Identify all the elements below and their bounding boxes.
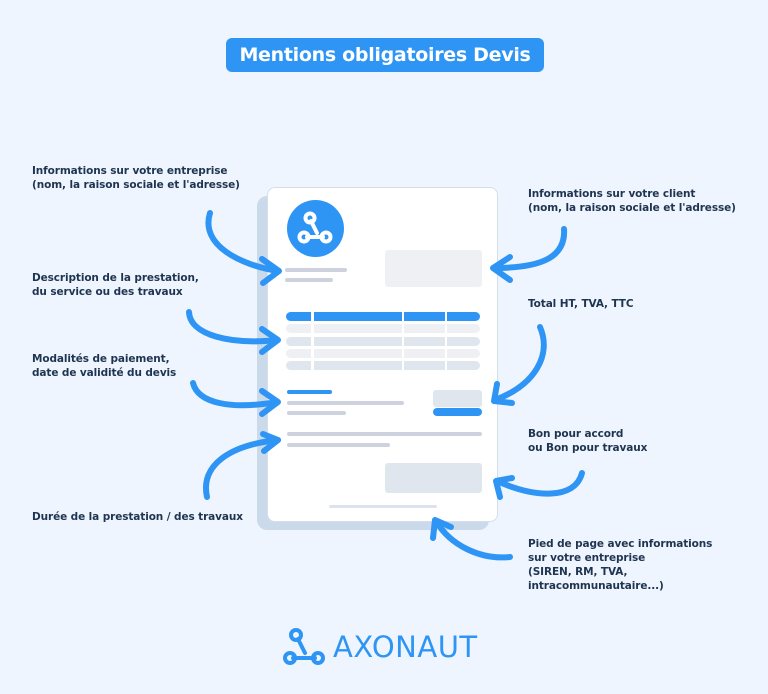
page-title: Mentions obligatoires Devis — [226, 38, 544, 72]
arrow-icon — [493, 470, 585, 500]
duration-line — [287, 443, 390, 447]
table-row — [286, 337, 311, 346]
table-header-cell — [404, 312, 445, 321]
label-total: Total HT, TVA, TTC — [528, 298, 634, 310]
table-header-cell — [286, 312, 311, 321]
arrow-icon — [491, 324, 547, 406]
table-row — [447, 349, 480, 358]
table-row — [404, 337, 445, 346]
payment-terms-line — [287, 411, 346, 415]
payment-terms-heading-line — [287, 390, 332, 394]
footer-line — [329, 505, 437, 508]
table-row — [286, 324, 311, 333]
table-header-cell — [314, 312, 402, 321]
table-row — [404, 349, 445, 358]
table-row — [314, 324, 402, 333]
arrow-icon — [203, 431, 281, 500]
label-client: Informations sur votre client (nom, la r… — [528, 188, 736, 214]
company-logo — [287, 200, 344, 257]
arrow-icon — [205, 210, 282, 286]
table-row — [404, 324, 445, 333]
label-description: Description de la prestation, du service… — [32, 272, 199, 298]
duration-line — [287, 432, 482, 436]
payment-terms-line — [287, 401, 404, 405]
table-row — [314, 361, 402, 370]
company-info-line — [285, 278, 333, 282]
company-info-line — [285, 268, 347, 272]
label-duree: Durée de la prestation / des travaux — [32, 511, 243, 523]
axonaut-node-icon — [297, 211, 333, 244]
signature-box — [385, 463, 482, 493]
arrow-icon — [186, 309, 281, 355]
arrow-icon — [190, 380, 281, 417]
arrow-icon — [430, 517, 513, 561]
label-pied-de-page: Pied de page avec informations sur votre… — [528, 538, 713, 592]
table-row — [286, 349, 311, 358]
brand-name: AXONAUT — [333, 630, 478, 664]
total-ttc-bar — [433, 408, 482, 416]
table-row — [447, 337, 480, 346]
axonaut-node-icon — [283, 628, 325, 665]
table-row — [314, 349, 402, 358]
table-header-cell — [447, 312, 480, 321]
table-row — [447, 324, 480, 333]
arrow-icon — [490, 226, 568, 283]
table-row — [314, 337, 402, 346]
label-bon-pour-accord: Bon pour accord ou Bon pour travaux — [528, 428, 648, 454]
axonaut-brand-logo: AXONAUT — [283, 627, 478, 667]
table-row — [286, 361, 311, 370]
table-row — [447, 361, 480, 370]
label-entreprise: Informations sur votre entreprise (nom, … — [32, 165, 240, 191]
client-info-box — [385, 250, 482, 287]
label-modalites: Modalités de paiement, date de validité … — [32, 353, 177, 379]
table-row — [404, 361, 445, 370]
totals-box — [433, 390, 482, 407]
